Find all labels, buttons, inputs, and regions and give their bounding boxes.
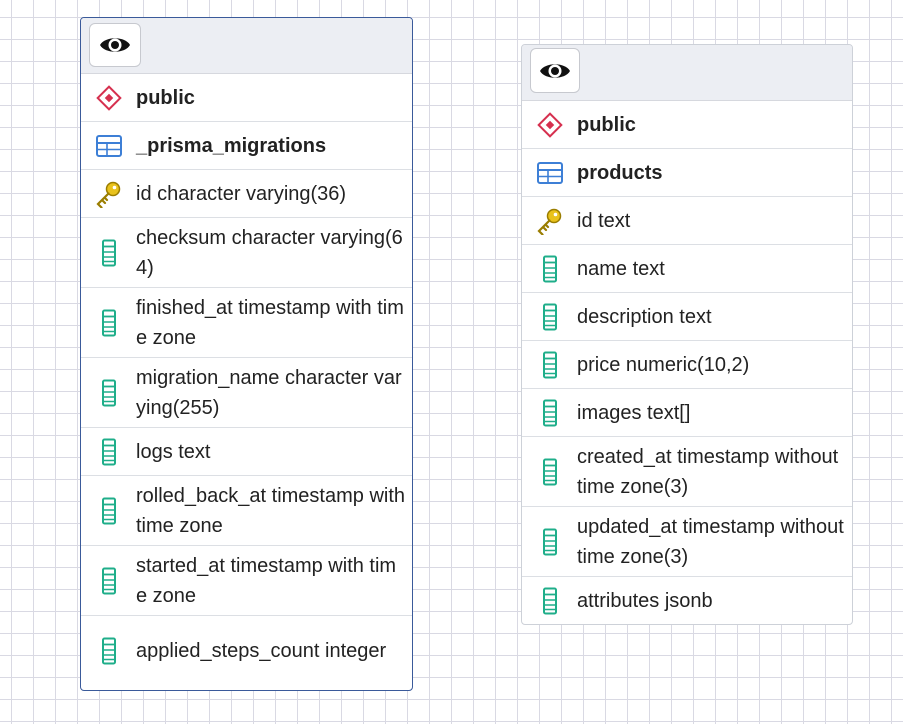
eye-icon [100,38,130,52]
column-label: logs text [136,440,211,463]
node-header [522,45,852,101]
schema-icon [95,84,123,112]
node-rows: public products id text name text descript… [522,101,852,624]
column-label: price numeric(10,2) [577,353,750,376]
column-label: finished_at timestamp with time zone [136,296,404,349]
key-icon [536,207,564,235]
column-row[interactable]: rolled_back_at timestamp with time zone [81,476,412,546]
column-icon [536,303,564,331]
column-label: attributes jsonb [577,590,713,612]
eye-icon [540,63,570,78]
column-label: rolled_back_at timestamp with time zone [136,484,406,537]
column-icon [95,379,123,407]
table-name: products [577,161,663,184]
table-node-prisma-migrations[interactable]: public _prisma_migrations id character v… [80,17,413,691]
schema-icon [536,111,564,139]
column-icon [95,309,123,337]
key-icon [95,180,123,208]
column-row[interactable]: migration_name character varying(255) [81,358,412,428]
table-name-row[interactable]: _prisma_migrations [81,122,412,170]
column-row[interactable]: price numeric(10,2) [522,341,852,389]
schema-row[interactable]: public [81,74,412,122]
show-details-button[interactable] [530,48,580,93]
column-icon [95,497,123,525]
column-label: description text [577,305,712,328]
table-name: _prisma_migrations [136,134,327,157]
schema-label: public [577,113,636,136]
schema-label: public [136,86,195,109]
column-icon [536,399,564,427]
primary-key-column-row[interactable]: id text [522,197,852,245]
column-row[interactable]: checksum character varying(64) [81,218,412,288]
table-node-products[interactable]: public products id text name text descript… [521,44,853,625]
column-icon [536,587,564,615]
column-row[interactable]: images text[] [522,389,852,437]
table-icon [536,159,564,187]
column-label: images text[] [577,401,691,424]
column-label: updated_at timestamp without time zone(3… [577,515,844,568]
node-rows: public _prisma_migrations id character v… [81,74,412,686]
column-label: name text [577,257,665,280]
column-row[interactable]: applied_steps_count integer [81,616,412,686]
table-name-row[interactable]: products [522,149,852,197]
node-header [81,18,412,74]
column-label: started_at timestamp with time zone [136,554,397,607]
column-label: created_at timestamp without time zone(3… [577,445,839,498]
column-row[interactable]: description text [522,293,852,341]
column-icon [95,438,123,466]
column-icon [536,458,564,486]
column-label: checksum character varying(64) [136,226,403,279]
column-icon [95,567,123,595]
column-label: applied_steps_count integer [136,640,387,662]
show-details-button[interactable] [89,23,141,67]
column-label: id character varying(36) [136,182,347,205]
column-row[interactable]: name text [522,245,852,293]
column-row[interactable]: logs text [81,428,412,476]
column-row[interactable]: finished_at timestamp with time zone [81,288,412,358]
column-icon [536,528,564,556]
column-row[interactable]: updated_at timestamp without time zone(3… [522,507,852,577]
table-icon [95,132,123,160]
column-label: migration_name character varying(255) [136,366,402,419]
primary-key-column-row[interactable]: id character varying(36) [81,170,412,218]
column-row[interactable]: attributes jsonb [522,577,852,624]
column-icon [536,351,564,379]
column-label: id text [577,209,631,232]
column-icon [95,239,123,267]
column-row[interactable]: started_at timestamp with time zone [81,546,412,616]
column-icon [95,637,123,665]
schema-row[interactable]: public [522,101,852,149]
column-icon [536,255,564,283]
column-row[interactable]: created_at timestamp without time zone(3… [522,437,852,507]
